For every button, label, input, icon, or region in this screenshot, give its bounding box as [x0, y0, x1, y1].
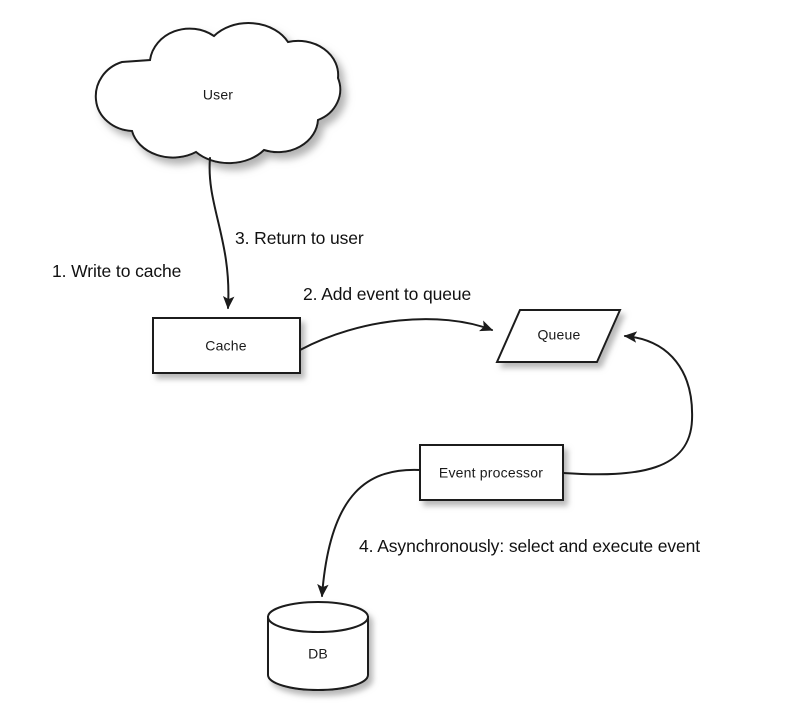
step-label-1: 1. Write to cache: [52, 261, 181, 281]
node-queue-label: Queue: [537, 327, 580, 343]
step-label-4: 4. Asynchronously: select and execute ev…: [359, 536, 700, 556]
edge-processor-to-queue: [562, 331, 694, 476]
edge-processor-to-db: [317, 468, 421, 598]
node-event-processor[interactable]: Event processor: [419, 444, 564, 501]
node-db[interactable]: DB: [267, 601, 369, 691]
node-event-processor-label: Event processor: [439, 465, 543, 481]
edge-cache-to-queue: [299, 318, 494, 351]
node-db-label: DB: [308, 646, 328, 662]
node-user[interactable]: User: [94, 22, 342, 165]
node-user-label: User: [203, 87, 233, 103]
node-cache[interactable]: Cache: [152, 317, 301, 374]
step-label-3: 3. Return to user: [235, 228, 364, 248]
edge-user-to-cache: [208, 157, 235, 310]
step-label-2: 2. Add event to queue: [303, 284, 471, 304]
node-cache-label: Cache: [205, 338, 246, 354]
node-queue[interactable]: Queue: [495, 309, 622, 363]
